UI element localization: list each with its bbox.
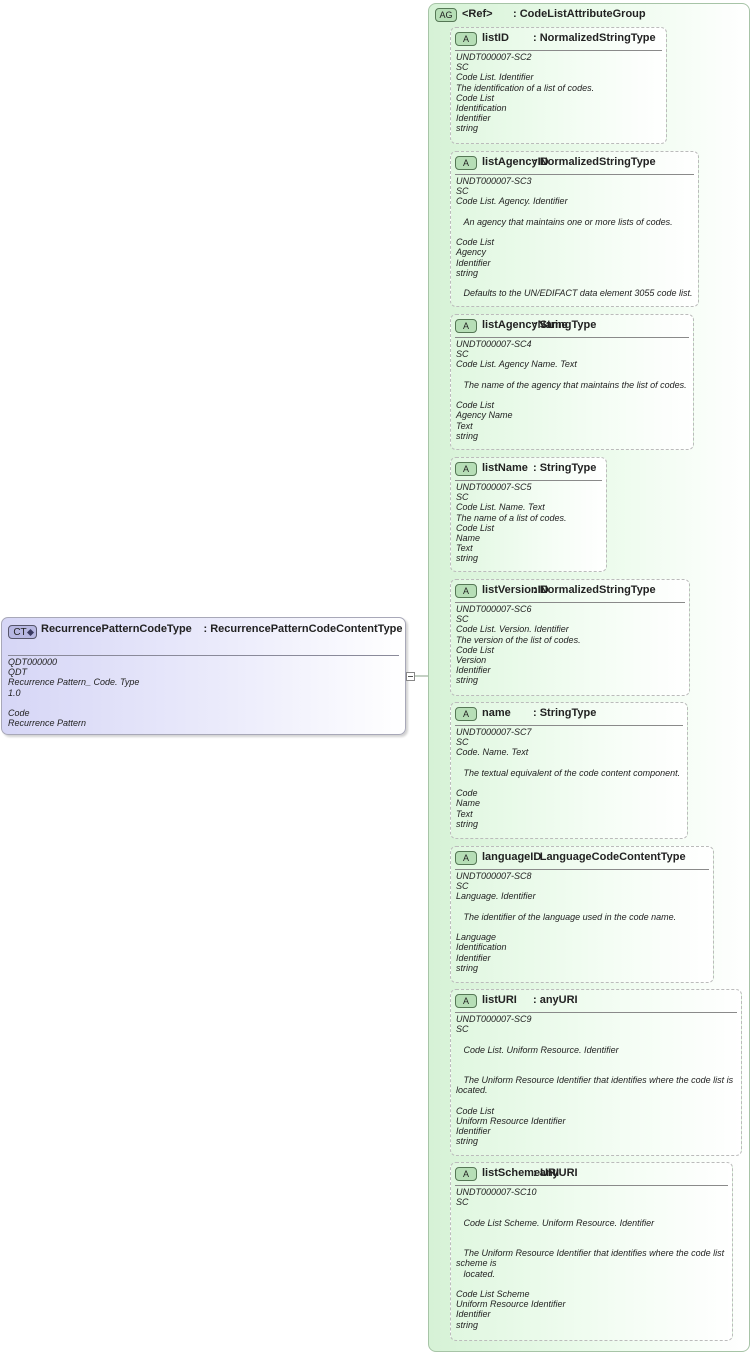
attribute-header: A listID : NormalizedStringType: [455, 31, 662, 47]
attribute-type: : StringType: [533, 462, 597, 474]
sequence-diamond-icon: [26, 628, 35, 637]
attribute-header: A listURI : anyURI: [455, 993, 737, 1009]
attribute-divider: [455, 1185, 728, 1186]
attribute-name: listURI: [482, 994, 517, 1006]
attribute-documentation: UNDT000007-SC9 SC Code List. Uniform Res…: [456, 1014, 734, 1147]
attribute-divider: [455, 1012, 737, 1013]
attribute-type: : StringType: [533, 319, 597, 331]
collapse-toggle-icon[interactable]: [406, 672, 415, 681]
attribute-badge: A: [455, 851, 477, 865]
attribute-type: : LanguageCodeContentType: [533, 851, 686, 863]
attribute-divider: [455, 50, 662, 51]
attribute-type: : anyURI: [533, 994, 578, 1006]
attribute-box-listname[interactable]: A listName : StringType UNDT000007-SC5 S…: [450, 457, 607, 572]
attribute-box-listagencyid[interactable]: A listAgencyID : NormalizedStringType UN…: [450, 151, 699, 307]
attribute-box-listschemeuri[interactable]: A listSchemeURI : anyURI UNDT000007-SC10…: [450, 1162, 733, 1341]
attribute-box-listuri[interactable]: A listURI : anyURI UNDT000007-SC9 SC Cod…: [450, 989, 742, 1156]
attribute-documentation: UNDT000007-SC5 SC Code List. Name. Text …: [456, 482, 567, 564]
attribute-documentation: UNDT000007-SC10 SC Code List Scheme. Uni…: [456, 1187, 725, 1330]
attribute-box-languageid[interactable]: A languageID : LanguageCodeContentType U…: [450, 846, 714, 983]
complex-type-badge-label: CT: [13, 627, 27, 638]
complex-type-divider: [8, 655, 399, 656]
complex-type-badge: CT: [8, 625, 37, 639]
attribute-documentation: UNDT000007-SC2 SC Code List. Identifier …: [456, 52, 595, 134]
attribute-header: A name : StringType: [455, 706, 683, 722]
attribute-name: listID: [482, 32, 509, 44]
attribute-group-ref-label: <Ref>: [462, 8, 493, 20]
attribute-group-badge: AG: [435, 8, 457, 22]
attribute-name: listAgencyID: [482, 156, 549, 168]
attribute-badge: A: [455, 584, 477, 598]
attribute-box-name[interactable]: A name : StringType UNDT000007-SC7 SC Co…: [450, 702, 688, 839]
attribute-header: A listAgencyName : StringType: [455, 318, 689, 334]
attribute-badge: A: [455, 707, 477, 721]
attribute-badge: A: [455, 462, 477, 476]
attribute-type: : NormalizedStringType: [533, 32, 656, 44]
attribute-type: : StringType: [533, 707, 597, 719]
attribute-divider: [455, 602, 685, 603]
attribute-badge: A: [455, 994, 477, 1008]
complex-type-box[interactable]: CT RecurrencePatternCodeType : Recurrenc…: [1, 617, 406, 735]
attribute-name: listName: [482, 462, 528, 474]
attribute-name: languageID: [482, 851, 542, 863]
attribute-header: A listAgencyID : NormalizedStringType: [455, 155, 694, 171]
attribute-documentation: UNDT000007-SC8 SC Language. Identifier T…: [456, 871, 677, 973]
attribute-name: name: [482, 707, 511, 719]
attribute-divider: [455, 337, 689, 338]
complex-type-name: RecurrencePatternCodeType: [41, 623, 192, 635]
attribute-box-listagencyname[interactable]: A listAgencyName : StringType UNDT000007…: [450, 314, 694, 450]
attribute-documentation: UNDT000007-SC4 SC Code List. Agency Name…: [456, 339, 687, 441]
attribute-divider: [455, 725, 683, 726]
attribute-name: listSchemeURI: [482, 1167, 560, 1179]
attribute-name: listVersionID: [482, 584, 549, 596]
attribute-name: listAgencyName: [482, 319, 568, 331]
attribute-divider: [455, 480, 602, 481]
attribute-documentation: UNDT000007-SC7 SC Code. Name. Text The t…: [456, 727, 681, 829]
attribute-documentation: UNDT000007-SC3 SC Code List. Agency. Ide…: [456, 176, 693, 299]
attribute-header: A languageID : LanguageCodeContentType: [455, 850, 709, 866]
attribute-divider: [455, 174, 694, 175]
complex-type-documentation: QDT000000 QDT Recurrence Pattern_ Code. …: [8, 657, 140, 729]
attribute-badge: A: [455, 32, 477, 46]
attribute-documentation: UNDT000007-SC6 SC Code List. Version. Id…: [456, 604, 581, 686]
attribute-divider: [455, 869, 709, 870]
attribute-badge: A: [455, 319, 477, 333]
attribute-type: : anyURI: [533, 1167, 578, 1179]
attribute-header: A listName : StringType: [455, 461, 602, 477]
attribute-box-listid[interactable]: A listID : NormalizedStringType UNDT0000…: [450, 27, 667, 144]
attribute-type: : NormalizedStringType: [533, 156, 656, 168]
complex-type-base-type: : RecurrencePatternCodeContentType: [203, 623, 403, 635]
attribute-type: : NormalizedStringType: [533, 584, 656, 596]
attribute-badge: A: [455, 1167, 477, 1181]
complex-type-header: CT RecurrencePatternCodeType : Recurrenc…: [8, 623, 403, 655]
attribute-badge: A: [455, 156, 477, 170]
attribute-header: A listSchemeURI : anyURI: [455, 1166, 728, 1182]
attribute-group-type: : CodeListAttributeGroup: [513, 8, 646, 20]
attribute-box-listversionid[interactable]: A listVersionID : NormalizedStringType U…: [450, 579, 690, 696]
attribute-header: A listVersionID : NormalizedStringType: [455, 583, 685, 599]
